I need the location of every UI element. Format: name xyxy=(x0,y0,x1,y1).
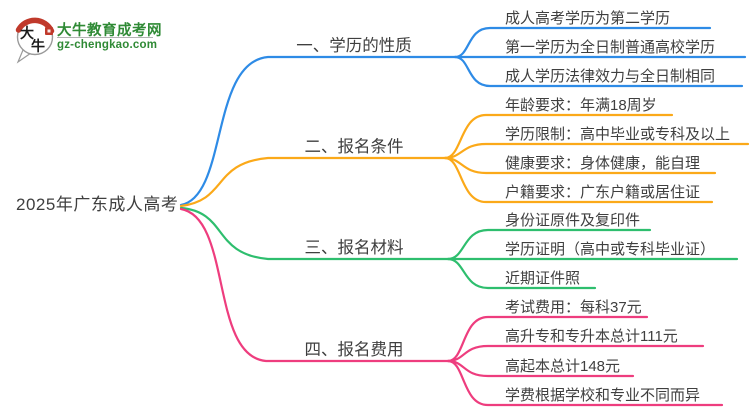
logo-divider xyxy=(57,37,153,38)
daniu-speech-bubble-icon: 大 牛 xyxy=(15,17,55,64)
branch-node-degree-nature: 一、学历的性质 xyxy=(296,37,412,55)
logo-site-name: 大牛教育成考网 xyxy=(57,23,162,39)
leaf-age-requirement: 年龄要求：年满18周岁 xyxy=(505,97,657,114)
leaf-tuition-varies: 学费根据学校和专业不同而异 xyxy=(505,387,701,404)
leaf-diploma-proof: 学历证明（高中或专科毕业证） xyxy=(505,241,716,258)
leaf-fee-111: 高升专和专升本总计111元 xyxy=(505,328,678,345)
leaf-education-limit: 学历限制：高中毕业或专科及以上 xyxy=(505,126,731,143)
branch-node-materials: 三、报名材料 xyxy=(304,239,404,257)
branch-lines-degree-nature xyxy=(179,26,747,207)
logo-site-url: gz-chengkao.com xyxy=(57,39,158,51)
svg-text:牛: 牛 xyxy=(31,38,45,54)
leaf-second-degree: 成人高考学历为第二学历 xyxy=(505,10,671,27)
branch-lines-materials xyxy=(179,206,739,290)
leaf-residency-requirement: 户籍要求：广东户籍或居住证 xyxy=(505,184,701,201)
branch-node-conditions: 二、报名条件 xyxy=(304,138,404,156)
branch-node-fees: 四、报名费用 xyxy=(304,341,404,359)
leaf-first-degree-fulltime: 第一学历为全日制普通高校学历 xyxy=(505,39,716,56)
leaf-exam-fee: 考试费用：每科37元 xyxy=(505,299,642,316)
branch-lines-fees xyxy=(179,207,724,407)
root-node-title: 2025年广东成人高考 xyxy=(16,195,179,214)
svg-text:大: 大 xyxy=(20,25,34,41)
site-logo: 大 牛 大牛教育成考网 gz-chengkao.com xyxy=(0,0,210,80)
branch-lines-conditions xyxy=(179,113,750,208)
leaf-photo: 近期证件照 xyxy=(505,270,581,287)
leaf-fee-148: 高起本总计148元 xyxy=(505,358,621,375)
leaf-health-requirement: 健康要求：身体健康，能自理 xyxy=(505,155,701,172)
leaf-id-card: 身份证原件及复印件 xyxy=(505,212,641,229)
leaf-legal-effect: 成人学历法律效力与全日制相同 xyxy=(505,68,716,85)
